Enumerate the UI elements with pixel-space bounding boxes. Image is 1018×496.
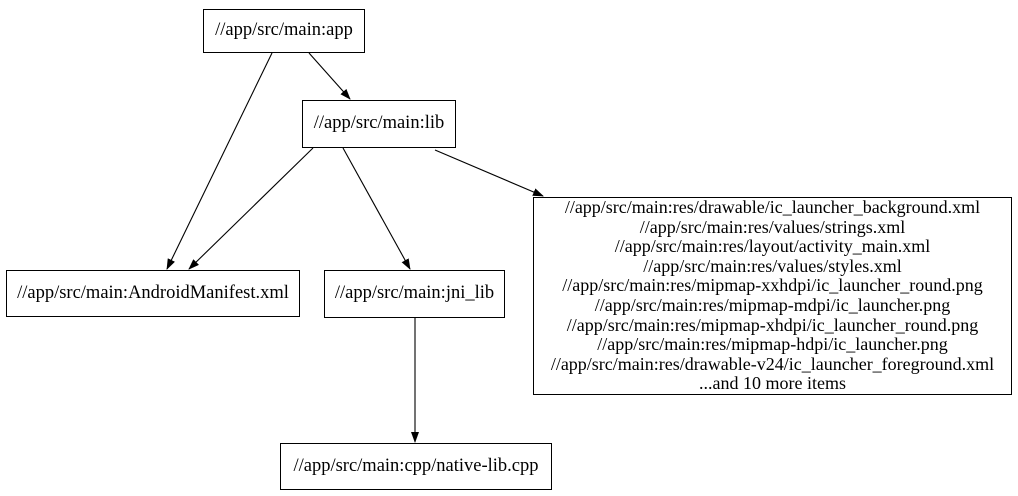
- node-lib-label: //app/src/main:lib: [313, 113, 445, 134]
- node-lib: //app/src/main:lib: [302, 100, 456, 148]
- edge-lib-to-resources: [434, 149, 544, 197]
- resource-item: //app/src/main:res/mipmap-xhdpi/ic_launc…: [566, 314, 979, 335]
- resource-item: //app/src/main:res/layout/activity_main.…: [614, 236, 931, 257]
- resource-item: //app/src/main:res/drawable-v24/ic_launc…: [550, 353, 995, 374]
- resource-item: //app/src/main:res/mipmap-hdpi/ic_launch…: [597, 334, 948, 355]
- resource-item: //app/src/main:res/values/styles.xml: [643, 255, 902, 276]
- node-android-manifest-label: //app/src/main:AndroidManifest.xml: [17, 282, 289, 303]
- node-android-manifest: //app/src/main:AndroidManifest.xml: [6, 270, 300, 317]
- edge-lib-to-jni-lib: [342, 147, 411, 270]
- node-resources-group: //app/src/main:res/drawable/ic_launcher_…: [533, 197, 1012, 395]
- edge-lib-to-manifest: [188, 147, 314, 270]
- node-native-lib-cpp: //app/src/main:cpp/native-lib.cpp: [280, 443, 552, 490]
- resource-item: //app/src/main:res/mipmap-xxhdpi/ic_laun…: [562, 275, 983, 296]
- node-jni-lib-label: //app/src/main:jni_lib: [334, 283, 495, 304]
- node-app: //app/src/main:app: [203, 9, 365, 53]
- resource-item: //app/src/main:res/values/strings.xml: [639, 216, 906, 237]
- edge-app-to-manifest: [166, 52, 273, 270]
- edge-app-to-lib: [308, 52, 351, 100]
- resource-more-items: ...and 10 more items: [699, 373, 846, 394]
- resource-item: //app/src/main:res/mipmap-mdpi/ic_launch…: [594, 295, 951, 315]
- node-app-label: //app/src/main:app: [215, 20, 353, 41]
- resource-item: //app/src/main:res/drawable/ic_launcher_…: [564, 197, 981, 218]
- node-jni-lib: //app/src/main:jni_lib: [324, 270, 505, 318]
- node-native-lib-cpp-label: //app/src/main:cpp/native-lib.cpp: [293, 455, 539, 476]
